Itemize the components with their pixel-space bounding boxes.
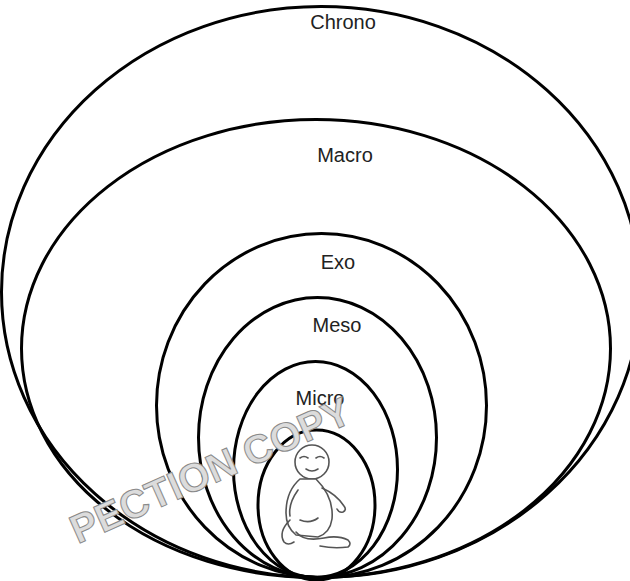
ring-label: Chrono [310,11,376,33]
ring-label: Meso [313,314,362,336]
ring-label: Exo [321,251,355,273]
baby-figure [282,445,350,548]
ring-outline [0,5,630,579]
ring-label: Macro [317,144,373,166]
ecosystem-ring: ChronoMacroExoMesoMicro [0,5,630,579]
